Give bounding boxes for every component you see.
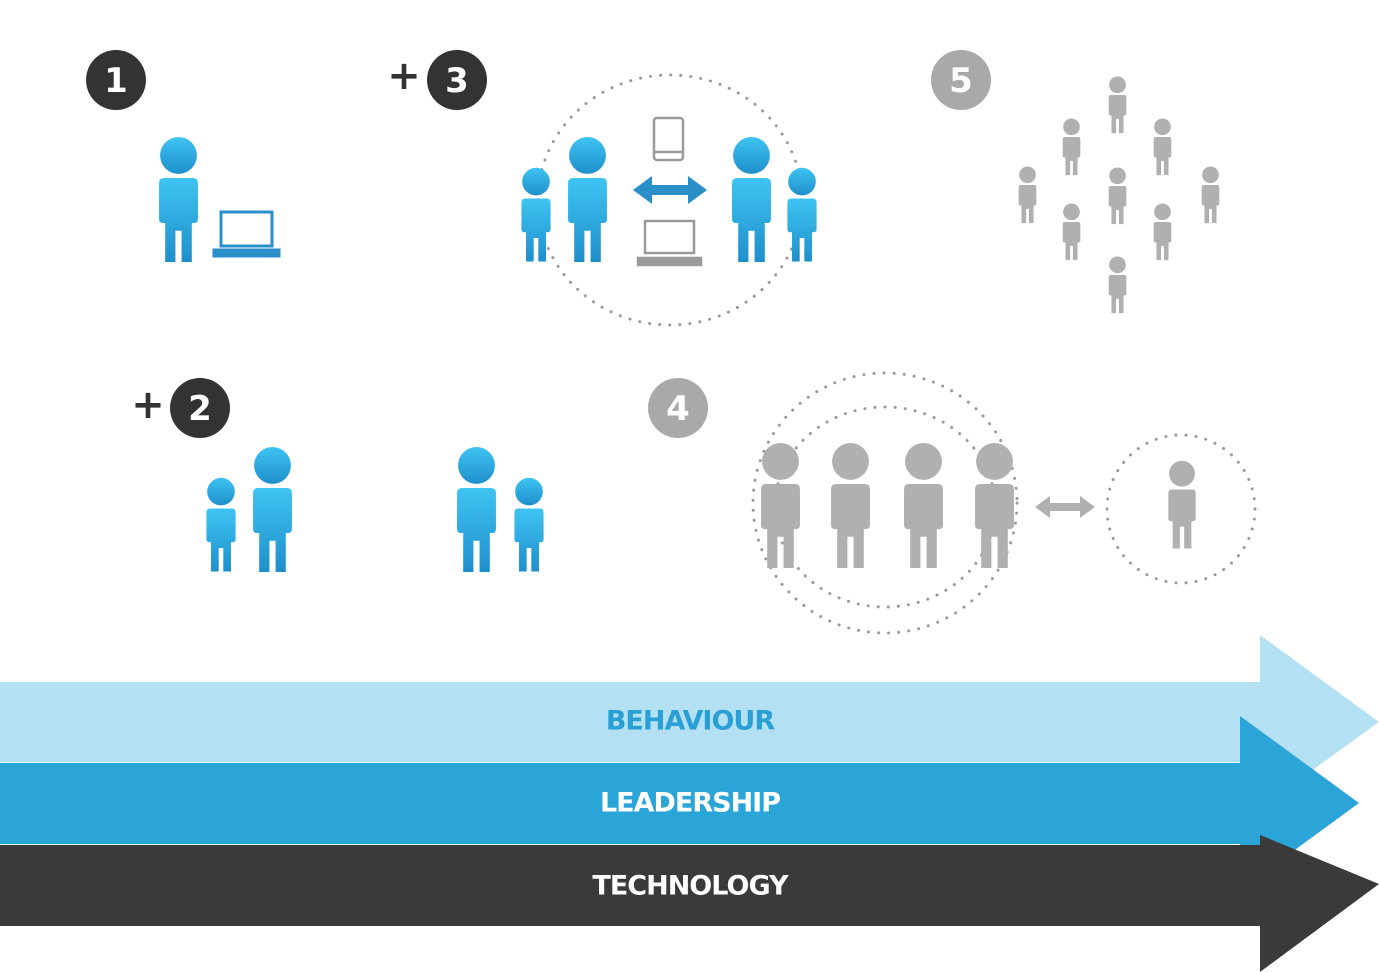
band-behaviour: BEHAVIOUR xyxy=(0,635,1379,808)
person-icon xyxy=(457,447,496,572)
leadership-label: LEADERSHIP xyxy=(600,788,780,819)
step-1: 1 xyxy=(86,50,281,262)
person-icon xyxy=(761,443,800,568)
step-1-number: 1 xyxy=(104,61,128,101)
step-4-inner-dotted-circle xyxy=(773,405,997,609)
laptop-icon xyxy=(212,210,281,258)
step-2-badge: 2 xyxy=(170,378,230,438)
step-2-plus: + xyxy=(131,382,165,428)
person-icon xyxy=(1062,203,1081,261)
step-5-number: 5 xyxy=(949,61,973,101)
person-icon xyxy=(1108,76,1127,134)
step-4-badge: 4 xyxy=(648,378,708,438)
person-icon xyxy=(1201,166,1220,224)
band-technology: TECHNOLOGY xyxy=(0,835,1379,972)
step-2-number: 2 xyxy=(188,389,212,429)
step-4-outer-dotted-circle xyxy=(751,371,1019,635)
step-3-number: 3 xyxy=(445,61,469,101)
step-3-plus: + xyxy=(387,53,421,99)
behaviour-arrow xyxy=(0,635,1379,808)
step-3-badge: 3 xyxy=(427,50,487,110)
person-icon xyxy=(1108,167,1127,225)
crowd-icon xyxy=(1018,76,1220,314)
person-icon xyxy=(568,137,607,262)
leadership-arrow xyxy=(0,716,1359,890)
step-5: 5 xyxy=(931,50,1220,314)
step-2: + 2 xyxy=(131,378,544,572)
step-3: + 3 xyxy=(387,50,817,327)
person-icon xyxy=(831,443,870,568)
band-leadership: LEADERSHIP xyxy=(0,716,1359,890)
pair-right xyxy=(457,447,544,572)
person-icon xyxy=(159,137,198,262)
person-icon xyxy=(1153,203,1172,261)
technology-arrow xyxy=(0,835,1379,972)
person-icon xyxy=(206,477,236,572)
person-icon xyxy=(521,167,551,262)
person-icon xyxy=(1153,118,1172,176)
double-arrow-icon xyxy=(1035,496,1095,518)
laptop-icon xyxy=(636,219,703,267)
step-4-single-dotted-circle xyxy=(1105,433,1257,585)
person-icon xyxy=(787,167,817,262)
person-icon xyxy=(1108,256,1127,314)
double-arrow-icon xyxy=(633,176,707,204)
team-icon xyxy=(761,443,1014,568)
person-icon xyxy=(1168,460,1196,549)
technology-label: TECHNOLOGY xyxy=(592,871,789,902)
step-1-badge: 1 xyxy=(86,50,146,110)
person-icon xyxy=(1062,118,1081,176)
step-5-badge: 5 xyxy=(931,50,991,110)
person-icon xyxy=(975,443,1014,568)
step-4-number: 4 xyxy=(666,389,690,429)
person-icon xyxy=(904,443,943,568)
tablet-icon xyxy=(652,116,685,162)
person-icon xyxy=(253,447,292,572)
pair-left xyxy=(206,447,292,572)
person-icon xyxy=(514,477,544,572)
step-4: 4 xyxy=(648,371,1257,635)
behaviour-label: BEHAVIOUR xyxy=(606,706,776,737)
person-icon xyxy=(732,137,771,262)
person-icon xyxy=(1018,166,1037,224)
